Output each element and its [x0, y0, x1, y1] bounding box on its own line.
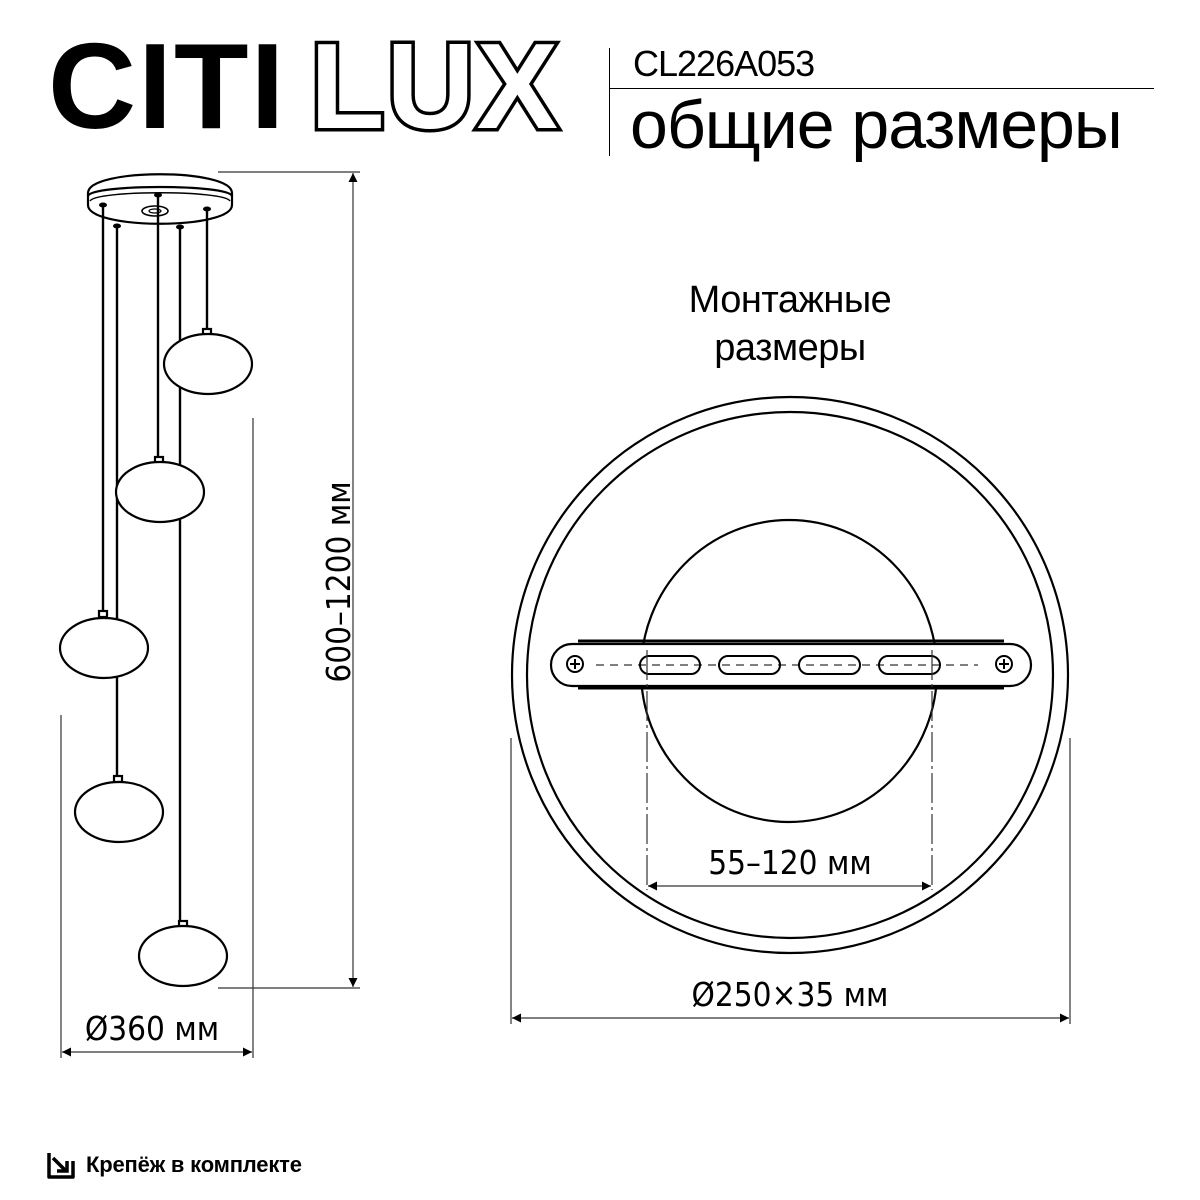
canopy-diameter-dimension [510, 738, 1071, 1024]
mounting-kit-icon [47, 1153, 75, 1179]
mounting-dimensions-title: Монтажные размеры [600, 276, 980, 372]
height-dimension [218, 171, 360, 989]
footer-note: Крепёж в комплекте [46, 1150, 302, 1180]
page-title: общие размеры [630, 87, 1123, 163]
bracket-range-label: 55–120 мм [708, 843, 872, 882]
mounting-bracket [549, 639, 1033, 690]
header-divider-horizontal [609, 88, 1154, 89]
brand-logo-solid: CITI [48, 38, 286, 138]
pendant-diameter-dimension [60, 418, 254, 1058]
mounting-title-line2: размеры [714, 327, 866, 369]
header-divider-vertical [609, 48, 610, 156]
brand-logo: CITI LUX [48, 38, 562, 138]
canopy-diameter-label: Ø250×35 мм [692, 975, 889, 1014]
glass-pendant-shades [58, 327, 254, 988]
screw-icon [566, 655, 1013, 673]
mounting-slots [639, 655, 941, 675]
brand-logo-outline: LUX [310, 38, 560, 138]
bracket-range-dimension [646, 650, 933, 891]
ceiling-canopy [86, 173, 234, 225]
mounting-title-line1: Монтажные [688, 279, 892, 321]
model-number: CL226A053 [633, 43, 815, 84]
cord-anchors [99, 192, 211, 230]
height-dimension-label: 600–1200 мм [319, 481, 358, 682]
chandelier-side-view [58, 173, 254, 988]
footer-text: Крепёж в комплекте [86, 1152, 302, 1177]
pendant-diameter-label: Ø360 мм [85, 1009, 219, 1048]
